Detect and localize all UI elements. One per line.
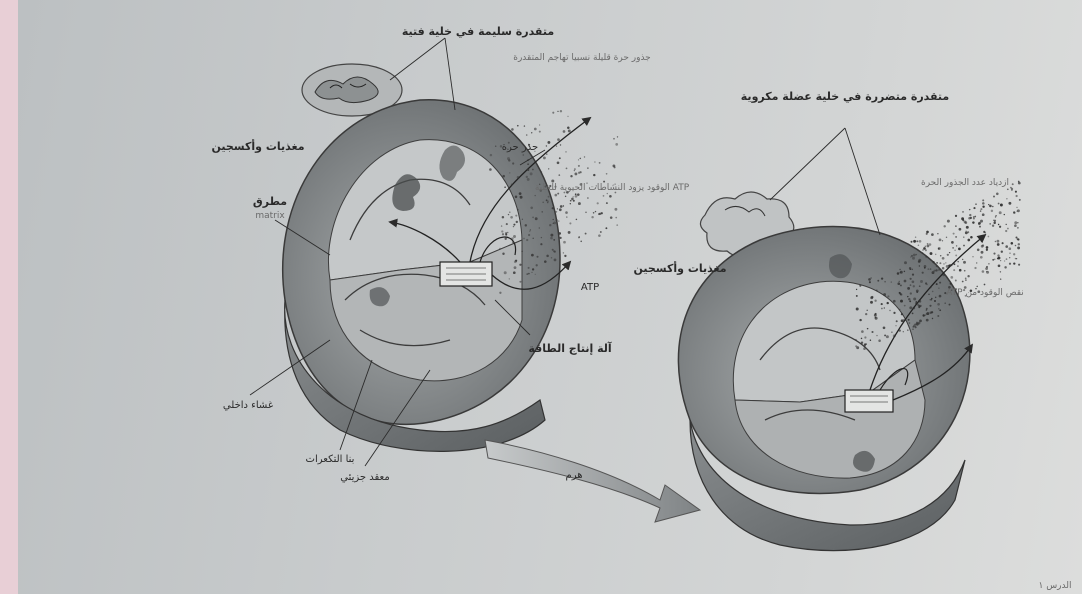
- healthy-energy-machine-label: آلة إنتاج الطاقة: [528, 341, 612, 356]
- healthy-matrix-en-label: matrix: [255, 211, 285, 221]
- damaged-free-radicals-label: ازدياد عدد الجذور الحرة: [921, 178, 1009, 188]
- healthy-mitochondrion: [283, 64, 590, 451]
- healthy-cristae-label: بنا التكعرات: [306, 454, 355, 465]
- healthy-atp-fuel-label: ATP الوقود يزود النشاطات الحيوية للخلية: [535, 183, 690, 193]
- aging-label: هرم: [566, 470, 583, 481]
- healthy-inner-membrane-label: غشاء داخلي: [223, 400, 273, 411]
- damaged-heading: متقدرة متضررة في خلية عضلة مكروية: [741, 90, 949, 103]
- healthy-free-radicals-label: جذور حرة قليلة نسبيا تهاجم المتقدرة: [513, 53, 651, 63]
- healthy-heading: متقدرة سليمة في خلية فتية: [402, 25, 554, 38]
- damaged-atp-low-label: نقص الوقود من ATP: [946, 288, 1024, 298]
- healthy-nutrients-label: مغذيات وأكسجين: [211, 139, 304, 153]
- page-footer: الدرس ١: [1038, 581, 1071, 591]
- damaged-mitochondrion: [678, 192, 985, 551]
- healthy-free-root-label: جذر حرة: [502, 142, 538, 153]
- damaged-energy-machine: [845, 390, 893, 412]
- damaged-nutrients-label: مغذيات وأكسجين: [633, 261, 726, 275]
- healthy-matrix-label: مطرق: [253, 195, 287, 208]
- healthy-complex-label: معقد جزيئي: [340, 472, 390, 483]
- aging-arrow: [485, 440, 700, 522]
- healthy-atp-label: ATP: [581, 282, 599, 293]
